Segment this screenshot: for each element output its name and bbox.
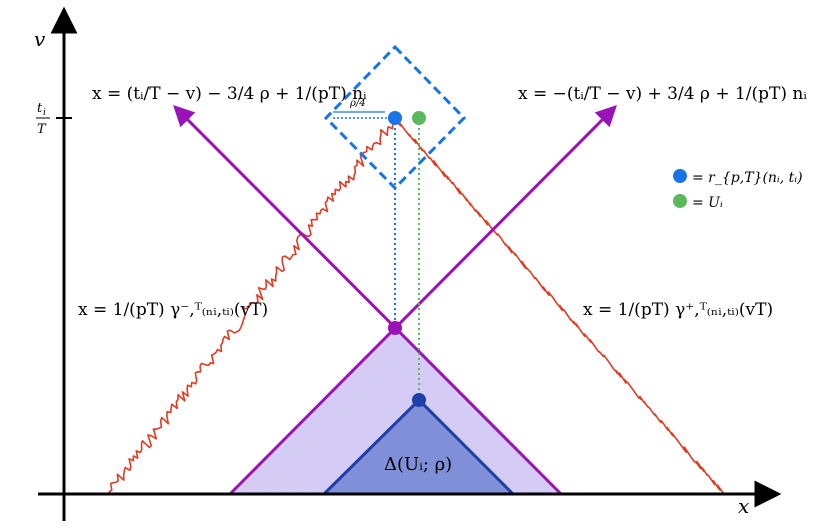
x-axis-label: x xyxy=(738,494,749,518)
svg-text:T: T xyxy=(37,122,47,137)
left-purple-line xyxy=(173,105,563,496)
legend-green-dot xyxy=(673,194,687,208)
purple-apex-dot xyxy=(388,321,402,335)
legend-u-label: = Uᵢ xyxy=(692,195,723,211)
svg-text:i: i xyxy=(43,108,46,118)
legend-blue-dot xyxy=(673,169,687,183)
y-axis-label: v xyxy=(34,27,46,51)
left-gamma-label: x = 1/(pT) γ⁻,ᵀ₍ₙᵢ,ₜᵢ₎(vT) xyxy=(78,300,268,320)
random-walk-path xyxy=(107,117,725,495)
right-gamma-label: x = 1/(pT) γ⁺,ᵀ₍ₙᵢ,ₜᵢ₎(vT) xyxy=(583,300,773,320)
legend: = r_{p,T}(nᵢ, tᵢ) = Uᵢ xyxy=(673,169,803,211)
light-cone-region xyxy=(230,328,561,494)
svg-text:t: t xyxy=(37,101,43,116)
dashed-diamond xyxy=(323,44,467,191)
delta-label: Δ(Uᵢ; ρ) xyxy=(384,454,452,475)
green-dot-u xyxy=(412,111,426,125)
dark-blue-apex-dot xyxy=(412,393,426,407)
rho-quarter-label: ρ/4 xyxy=(349,98,366,109)
right-purple-line xyxy=(228,105,617,496)
legend-rp-label: = r_{p,T}(nᵢ, tᵢ) xyxy=(692,170,803,186)
y-tick-label: t i T xyxy=(36,101,50,137)
left-line-label: x = (tᵢ/T − v) − 3/4 ρ + 1/(pT) nᵢ xyxy=(92,84,367,104)
right-line-label: x = −(tᵢ/T − v) + 3/4 ρ + 1/(pT) nᵢ xyxy=(518,84,807,104)
blue-dot-rp xyxy=(388,111,402,125)
